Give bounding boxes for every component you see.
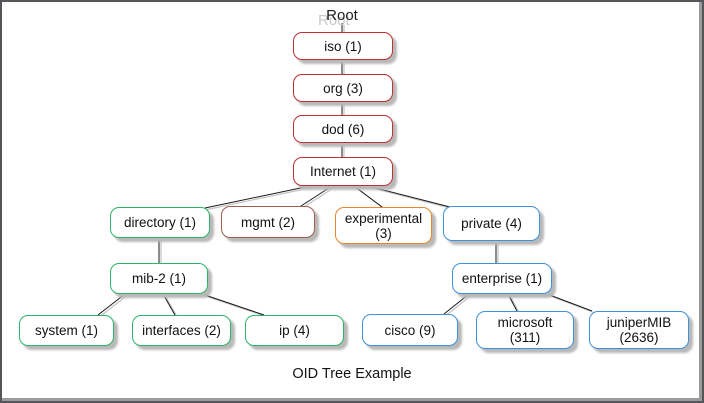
tree-node-label: dod (6) bbox=[321, 121, 365, 137]
tree-node-label: interfaces (2) bbox=[142, 323, 221, 338]
tree-node-org: org (3) bbox=[293, 74, 393, 102]
edge-shadow-enterprise-junipermib bbox=[548, 294, 595, 314]
edge-shadow-mib-2-system bbox=[99, 295, 128, 317]
tree-node-label: org (3) bbox=[323, 80, 363, 96]
edge-internet-directory bbox=[204, 185, 311, 209]
edge-shadow-enterprise-cisco bbox=[445, 295, 472, 316]
tree-node-internet: Internet (1) bbox=[293, 157, 393, 186]
tree-node-label: private (4) bbox=[461, 216, 522, 231]
tree-node-label: mgmt (2) bbox=[241, 214, 295, 230]
edge-mib-2-interfaces bbox=[162, 293, 176, 316]
edge-shadow-internet-private bbox=[369, 186, 453, 210]
tree-node-label: iso (1) bbox=[324, 38, 362, 54]
tree-node-cisco: cisco (9) bbox=[362, 314, 458, 346]
tree-node-directory: directory (1) bbox=[110, 207, 210, 238]
tree-node-label: (3) bbox=[375, 225, 392, 241]
edge-shadow-enterprise-microsoft bbox=[509, 295, 520, 313]
tree-node-label: microsoft bbox=[497, 315, 553, 330]
root-node-label: Root Root bbox=[318, 7, 358, 29]
tree-node-label: juniperMIB bbox=[606, 315, 672, 330]
edge-enterprise-cisco bbox=[443, 293, 470, 315]
tree-node-system: system (1) bbox=[19, 315, 114, 346]
edge-shadow-mib-2-interfaces bbox=[164, 295, 178, 317]
edge-shadow-internet-mgmt bbox=[302, 186, 335, 209]
tree-node-dod: dod (6) bbox=[293, 115, 393, 143]
tree-node-private: private (4) bbox=[443, 206, 540, 241]
edge-internet-experimental bbox=[353, 185, 383, 208]
tree-node-label: (2636) bbox=[619, 330, 659, 345]
tree-node-label: Internet (1) bbox=[309, 164, 377, 179]
tree-node-label: (311) bbox=[509, 330, 541, 345]
tree-node-experimental: experimental(3) bbox=[335, 207, 432, 244]
edge-mib-2-system bbox=[97, 293, 126, 316]
tree-node-label: cisco (9) bbox=[384, 322, 436, 338]
tree-node-label: mib-2 (1) bbox=[131, 271, 186, 286]
edge-enterprise-microsoft bbox=[507, 293, 518, 312]
edge-internet-mgmt bbox=[300, 185, 333, 207]
tree-node-label: enterprise (1) bbox=[461, 271, 543, 286]
edge-shadow-internet-experimental bbox=[355, 187, 385, 209]
tree-node-enterprise: enterprise (1) bbox=[452, 263, 552, 294]
tree-node-label: ip (4) bbox=[279, 323, 310, 338]
diagram-caption: OID Tree Example bbox=[292, 366, 412, 382]
tree-node-label: system (1) bbox=[34, 323, 98, 338]
tree-node-mib-2: mib-2 (1) bbox=[110, 263, 208, 294]
tree-node-ip: ip (4) bbox=[245, 315, 344, 346]
tree-node-label: experimental bbox=[344, 210, 423, 226]
edge-enterprise-junipermib bbox=[546, 293, 593, 312]
tree-node-microsoft: microsoft(311) bbox=[476, 311, 574, 349]
edge-mib-2-ip bbox=[201, 293, 265, 316]
edge-internet-private bbox=[367, 185, 451, 208]
tree-node-junipermib: juniperMIB(2636) bbox=[589, 311, 689, 349]
tree-node-iso: iso (1) bbox=[293, 32, 393, 60]
tree-node-mgmt: mgmt (2) bbox=[221, 206, 315, 238]
tree-node-label: directory (1) bbox=[123, 215, 196, 230]
tree-node-interfaces: interfaces (2) bbox=[132, 315, 231, 346]
edge-shadow-mib-2-ip bbox=[203, 294, 267, 318]
